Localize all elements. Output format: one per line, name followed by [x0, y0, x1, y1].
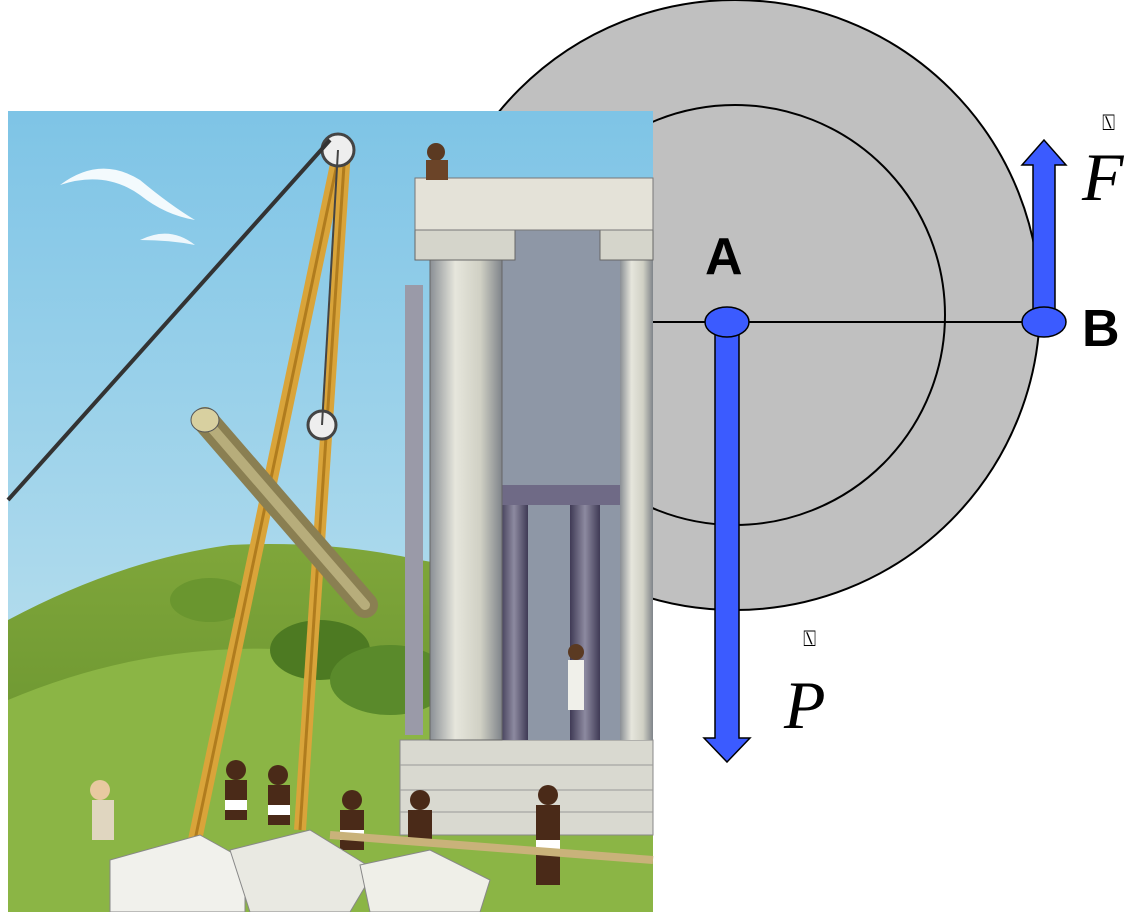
- force-p-arrow: [702, 321, 752, 764]
- point-a-label: A: [705, 228, 743, 286]
- force-p-vector-mark: ⍂: [803, 627, 816, 652]
- force-f-vector-mark: ⍂: [1102, 111, 1115, 136]
- force-f-label: F: [1081, 139, 1125, 215]
- point-b-marker: [1021, 306, 1067, 338]
- force-p-label: P: [783, 667, 826, 743]
- force-f-arrow: [1020, 138, 1068, 323]
- point-b-label: B: [1082, 300, 1120, 358]
- crane-illustration: [6, 111, 654, 912]
- point-a-marker: [704, 306, 750, 338]
